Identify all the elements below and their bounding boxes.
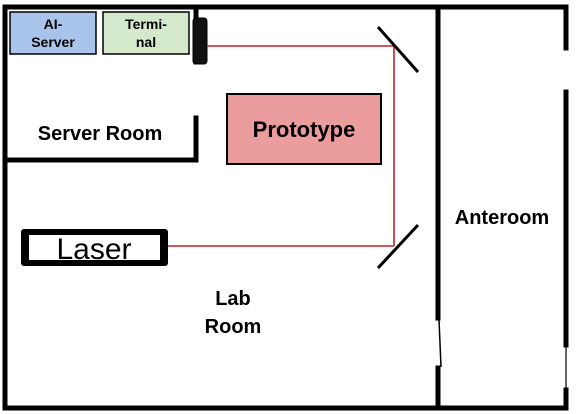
wall-mounted-unit — [192, 17, 208, 65]
laser-beam — [168, 45, 395, 247]
terminal-label-1: Termi- — [125, 16, 167, 32]
anteroom-door — [438, 319, 442, 368]
laser-label: Laser — [56, 233, 131, 266]
prototype-label: Prototype — [253, 117, 356, 142]
ai-server-label-2: Server — [31, 34, 75, 50]
mirror-bottom — [376, 223, 420, 270]
lab-room-label-1: Lab — [215, 288, 251, 310]
ai-server: AI- Server — [9, 11, 97, 55]
walls — [2, 4, 569, 411]
terminal: Termi- nal — [102, 11, 190, 55]
anteroom-label: Anteroom — [455, 207, 549, 229]
ai-server-label-1: AI- — [44, 16, 63, 32]
prototype: Prototype — [226, 93, 382, 165]
prototype-box — [226, 93, 382, 165]
ai-server-box — [9, 11, 97, 55]
mirror-top — [376, 26, 420, 73]
terminal-label-2: nal — [136, 34, 156, 50]
server-room-label: Server Room — [38, 123, 163, 145]
lab-room-label-2: Room — [205, 316, 262, 338]
laser-device: Laser — [21, 229, 168, 266]
laser-inner-panel — [29, 235, 160, 260]
terminal-box — [102, 11, 190, 55]
